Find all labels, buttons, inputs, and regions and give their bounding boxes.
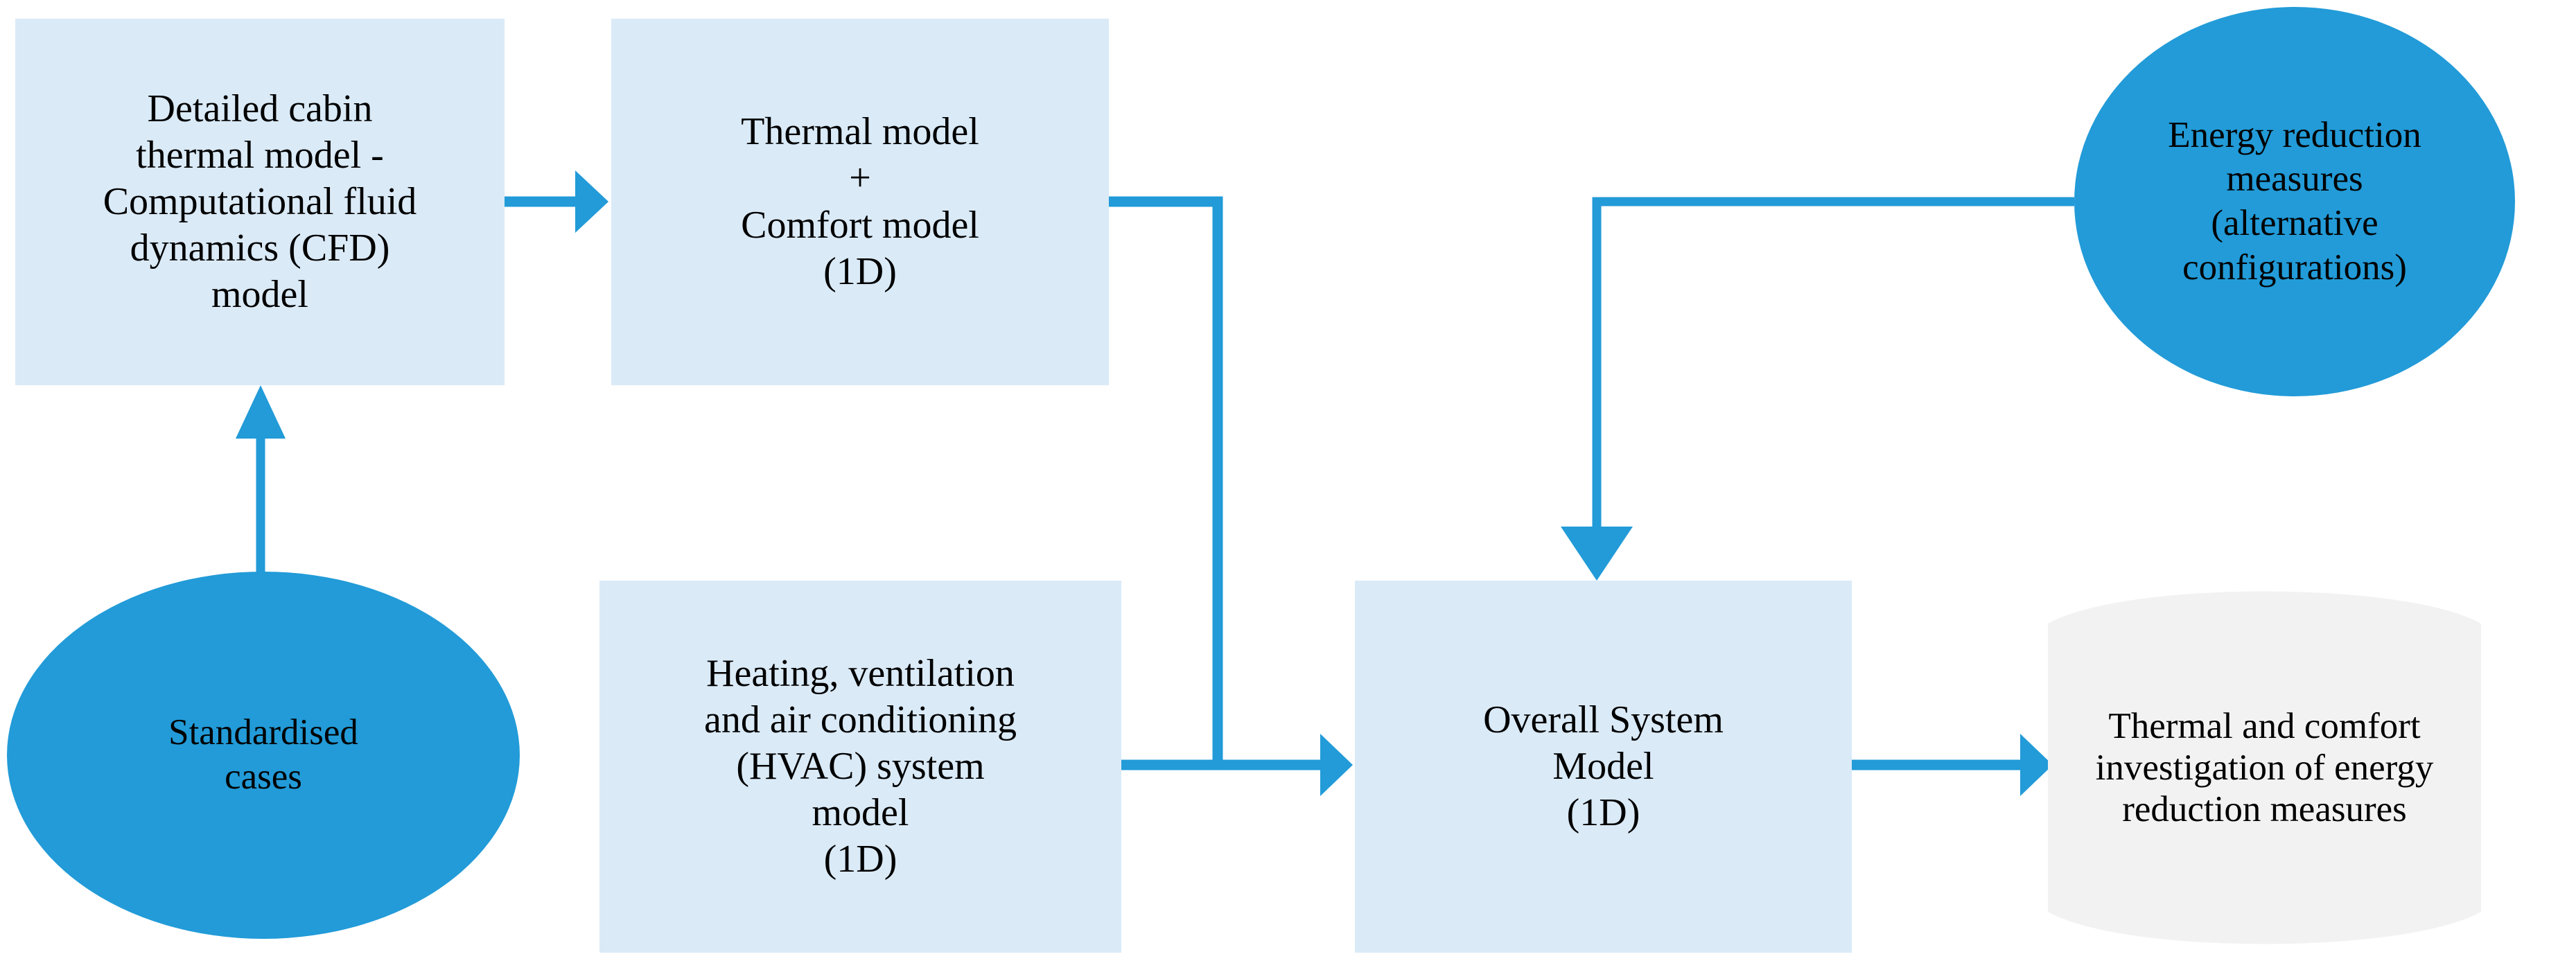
node-overall-system-model[interactable]: Overall System Model (1D) — [1355, 581, 1852, 953]
cylinder-shape-icon — [2048, 591, 2481, 944]
node-cfd-model-label: Detailed cabin thermal model - Computati… — [103, 87, 417, 317]
node-energy-reduction-measures-label: Energy reduction measures (alternative c… — [2168, 114, 2421, 288]
node-thermal-comfort-investigation-label: Thermal and comfort investigation of ene… — [2095, 706, 2434, 829]
node-overall-system-model-label: Overall System Model (1D) — [1483, 698, 1724, 835]
node-thermal-comfort-model-label: Thermal model + Comfort model (1D) — [741, 110, 979, 293]
node-thermal-comfort-investigation[interactable]: Thermal and comfort investigation of ene… — [2048, 581, 2481, 955]
node-cfd-model[interactable]: Detailed cabin thermal model - Computati… — [15, 19, 505, 385]
node-energy-reduction-measures[interactable]: Energy reduction measures (alternative c… — [2074, 7, 2515, 396]
edge-thermal-comfort-to-overall — [1109, 196, 1223, 765]
node-hvac-model-label: Heating, ventilation and air conditionin… — [703, 651, 1017, 881]
edge-hvac-to-overall — [1121, 734, 1353, 796]
node-standardised-cases[interactable]: Standardised cases — [7, 572, 520, 939]
edge-standardised-to-cfd — [236, 385, 286, 575]
node-standardised-cases-label: Standardised cases — [168, 712, 358, 797]
node-thermal-comfort-model[interactable]: Thermal model + Comfort model (1D) — [611, 19, 1109, 385]
node-hvac-model[interactable]: Heating, ventilation and air conditionin… — [599, 581, 1121, 953]
edge-overall-to-investigation — [1839, 734, 2053, 796]
edge-cfd-to-thermal-comfort — [505, 170, 608, 233]
edge-energy-to-overall — [1561, 197, 2074, 581]
